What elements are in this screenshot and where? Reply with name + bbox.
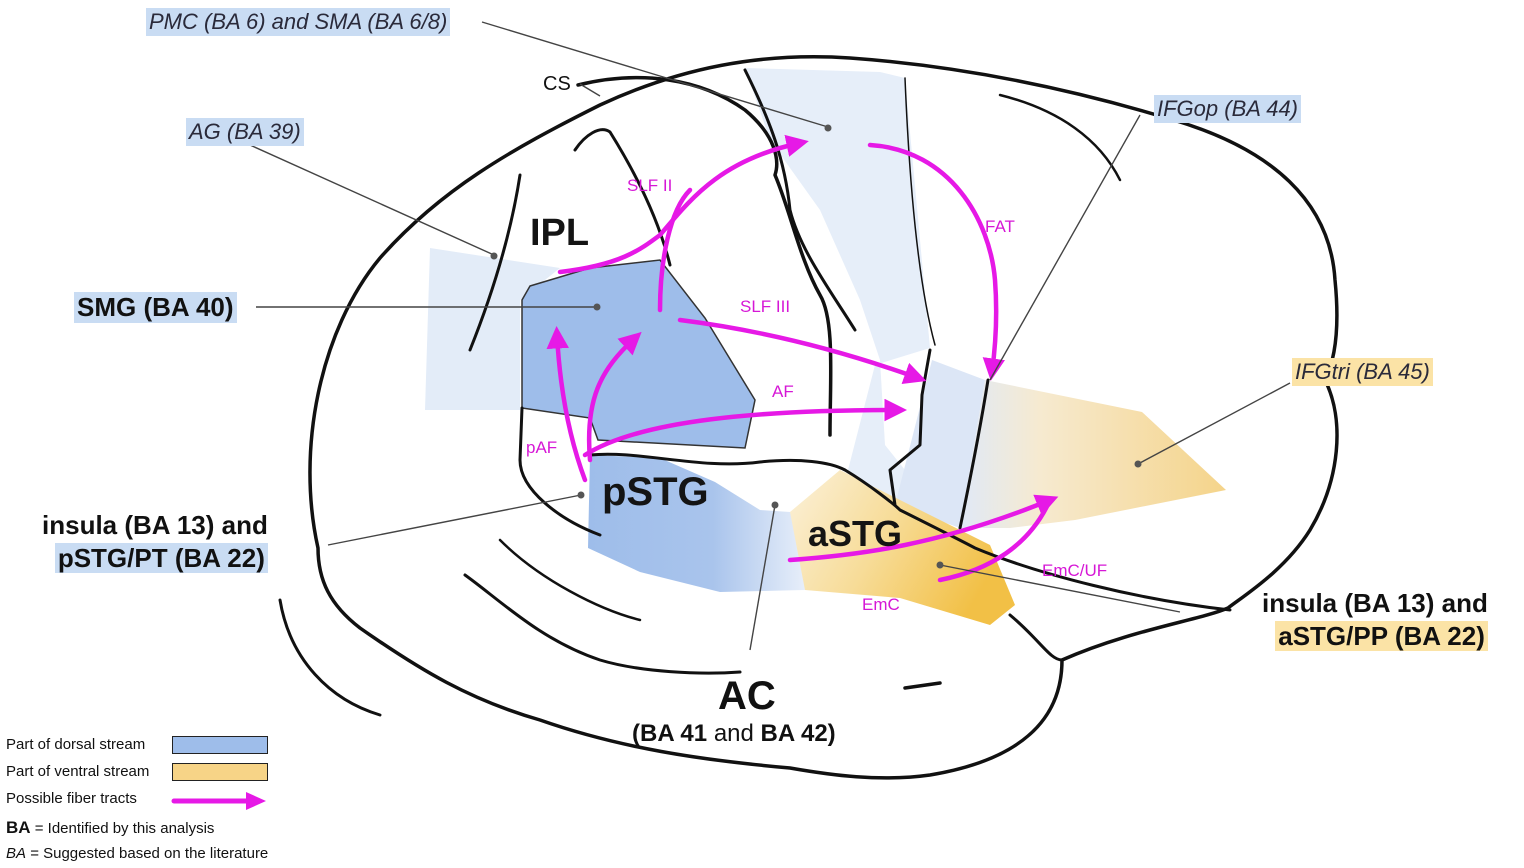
postcentral-sulcus	[573, 128, 672, 267]
anchor-dots-layer	[490, 124, 1142, 569]
insula-pstg-line2: pSTG/PT (BA 22)	[42, 543, 268, 574]
leader-lines-layer	[249, 21, 1291, 651]
insula-astg-label: insula (BA 13) and aSTG/PP (BA 22)	[1262, 588, 1488, 652]
insula-astg-insula: insula	[1262, 588, 1338, 618]
emc-uf-tract	[937, 497, 1053, 583]
ac-ba41: (BA 41	[632, 720, 708, 747]
ag-region	[425, 248, 560, 410]
pmc-sma-label: PMC (BA 6) and SMA (BA 6/8)	[146, 8, 451, 37]
leader-insula-p	[327, 494, 582, 546]
legend-ba-bold: BA = Identified by this analysis	[6, 818, 214, 838]
emc-tract	[787, 494, 1059, 563]
insula-pstg-label: insula (BA 13) and pSTG/PT (BA 22)	[42, 510, 268, 574]
smg-label: SMG (BA 40)	[74, 292, 237, 324]
legend-ventral-swatch	[172, 763, 268, 781]
leader-ifgtri	[1137, 382, 1291, 465]
ifgtri-label: IFGtri (BA 45)	[1292, 358, 1433, 387]
insula-astg-line2: aSTG/PP (BA 22)	[1262, 621, 1488, 652]
inferior-temporal-sulcus	[498, 538, 642, 622]
legend-dorsal-text: Part of dorsal stream	[6, 736, 146, 753]
dot-pmc	[824, 124, 832, 132]
precentral-border	[904, 77, 936, 346]
dot-insula-a	[936, 561, 944, 569]
superior-temporal-sulcus	[463, 573, 742, 675]
brain-outline-layer	[278, 55, 1339, 780]
paf-tract	[546, 326, 588, 483]
legend-fiber-arrow	[171, 792, 266, 810]
ifgtri-region	[960, 380, 1226, 528]
slf2-label: SLF II	[627, 176, 673, 195]
leader-insula-a	[939, 564, 1181, 613]
insula-pstg-line1: insula (BA 13) and	[42, 510, 268, 541]
legend-dorsal-swatch	[172, 736, 268, 754]
legend-ba-italic-desc: = Suggested based on the literature	[30, 845, 269, 862]
insula-pstg-insula: insula	[42, 510, 118, 540]
astg-region-label: aSTG	[808, 513, 903, 554]
dot-insula-p	[577, 491, 585, 499]
brain-outline	[308, 55, 1339, 780]
fat-label: FAT	[985, 217, 1015, 236]
ifg-border	[958, 378, 990, 530]
leader-cs	[579, 83, 601, 97]
leader-ac	[749, 504, 776, 651]
slf2-tract-branch	[657, 187, 693, 313]
ifgop-label: IFGop (BA 44)	[1154, 95, 1302, 124]
insula-pstg-ba13: (BA 13) and	[124, 510, 268, 540]
ipl-sulcus	[468, 173, 522, 352]
fat-tract	[867, 142, 1005, 381]
legend-ba-italic-abbr: BA	[6, 845, 27, 862]
small-sulcus	[903, 681, 942, 690]
pstg-region	[588, 455, 815, 592]
frontal-sulcus	[998, 93, 1122, 182]
ac-label: AC	[718, 674, 776, 718]
dot-ag	[490, 252, 498, 260]
ac-and: and	[713, 720, 754, 747]
slf2-tract	[557, 134, 809, 275]
ag-label: AG (BA 39)	[186, 118, 304, 147]
pmc-sma-region	[745, 68, 930, 508]
legend-ba-bold-abbr: BA	[6, 818, 31, 837]
outline-bottom-left	[278, 598, 382, 717]
insula-pstg-pt: pSTG/PT (BA 22)	[54, 543, 268, 574]
leader-pmc	[481, 21, 829, 128]
insula-astg-line1: insula (BA 13) and	[1262, 588, 1488, 619]
cs-label: CS	[543, 73, 571, 95]
paf-tract-2	[586, 331, 642, 463]
leader-ag	[249, 144, 495, 256]
dot-ifgtri	[1134, 460, 1142, 468]
legend-ba-italic: BA = Suggested based on the literature	[6, 845, 268, 862]
insula-astg-ba13: (BA 13) and	[1344, 588, 1488, 618]
leader-ifgop	[989, 114, 1141, 381]
precentral-sulcus	[743, 68, 857, 332]
ac-ba42: BA 42)	[760, 720, 836, 747]
pstg-region-label: pSTG	[602, 470, 709, 514]
legend-ventral-text: Part of ventral stream	[6, 763, 150, 780]
emc-label: EmC	[862, 595, 900, 614]
sylvian-fissure	[588, 452, 1232, 612]
fiber-tracts-layer	[546, 134, 1059, 583]
smg-ba: (BA 40)	[143, 292, 234, 322]
ac-ba-label: (BA 41 and BA 42)	[632, 720, 836, 749]
slf3-label: SLF III	[740, 297, 791, 316]
af-label: AF	[772, 382, 794, 401]
ifgop-region	[895, 360, 985, 528]
legend-ba-bold-desc: = Identified by this analysis	[34, 820, 215, 837]
af-tract	[582, 398, 907, 458]
legend-fiber-text: Possible fiber tracts	[6, 790, 137, 807]
dot-smg	[593, 303, 601, 311]
smg-region-name: SMG	[77, 292, 137, 322]
insula-astg-pp: aSTG/PP (BA 22)	[1275, 621, 1488, 652]
slf3-tract	[677, 317, 927, 385]
dot-ac	[771, 501, 779, 509]
paf-label: pAF	[526, 438, 558, 457]
temporal-inner	[1008, 613, 1064, 662]
emc-uf-label: EmC/UF	[1042, 561, 1108, 580]
sylvian-upper	[518, 406, 602, 537]
ipl-region-label: IPL	[530, 212, 590, 254]
